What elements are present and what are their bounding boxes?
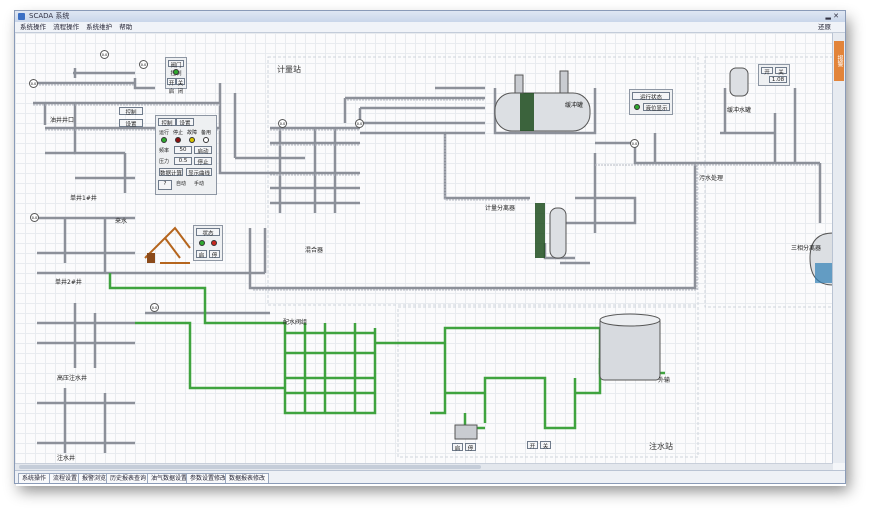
pump-start-button[interactable]: 启 <box>452 443 463 452</box>
close-icon[interactable]: ✕ <box>833 12 839 20</box>
pressure-gauge[interactable]: 0.0 <box>100 50 109 59</box>
valve-off-lamp <box>211 240 217 246</box>
side-panel: 报警 <box>832 33 845 463</box>
restore-button[interactable]: 还原 <box>818 23 831 31</box>
water-close-button[interactable]: 关 <box>540 441 551 450</box>
pressure-gauge[interactable]: 0.0 <box>355 119 364 128</box>
minimize-icon[interactable]: ▂ <box>825 12 831 20</box>
calc-button[interactable]: 数据计算 <box>159 168 183 177</box>
mini-panel-title: 阀门控制 <box>168 60 184 77</box>
title-bar: SCADA 系统 ▂ ✕ <box>15 11 845 22</box>
label-inj-well: 高压注水井 <box>57 375 88 382</box>
tab-system-operation[interactable]: 系统操作 <box>18 473 51 483</box>
menu-item-help[interactable]: 帮助 <box>119 23 133 31</box>
radio-auto[interactable]: 自动 <box>176 181 187 187</box>
menu-bar: 系统操作 流程操作 系统维护 帮助 还原 <box>15 22 845 33</box>
stop-button[interactable]: 停止 <box>194 157 212 166</box>
label-outlet: 外输 <box>658 377 671 384</box>
show-curve-button[interactable]: 显示曲线 <box>186 168 212 177</box>
label-sewage: 污水处理 <box>699 175 724 182</box>
top-right-panel: 开 关 1.08 <box>758 64 790 86</box>
scrollbar-thumb[interactable] <box>19 465 481 469</box>
valve-status-panel: 状态 启 停 <box>193 225 223 261</box>
fault-lamp <box>189 137 195 143</box>
valve-open-button[interactable]: 启 <box>196 250 207 259</box>
menu-item-system[interactable]: 系统操作 <box>20 23 46 31</box>
tab-history-report[interactable]: 历史报表查询 <box>106 473 151 483</box>
label-mixer: 混合器 <box>305 247 324 254</box>
control-panel: 控制 设置 运行 停止 故障 备用 频率 50 启动 压力 0.5 停止 数据计… <box>155 115 217 195</box>
pressure-label: 压力 <box>159 159 170 165</box>
water-open-button[interactable]: 开 <box>527 441 538 450</box>
label-distributor: 配水阀组 <box>283 319 308 326</box>
top-right-value[interactable]: 1.08 <box>769 76 787 83</box>
app-icon <box>18 13 25 20</box>
menu-item-maintain[interactable]: 系统维护 <box>86 23 113 31</box>
mini-open-button[interactable]: 开启 <box>167 78 176 95</box>
start-button[interactable]: 启动 <box>194 146 212 155</box>
label-inj-well2: 注水井 <box>57 455 76 462</box>
label-three-phase: 三相分离器 <box>791 245 822 252</box>
mini-close-button[interactable]: 关闭 <box>176 78 185 95</box>
standby-lamp <box>203 137 209 143</box>
window-controls[interactable]: ▂ ✕ <box>826 11 840 22</box>
tank-status-panel: 运行状态 液位显示 <box>629 89 673 115</box>
status-fault-label: 故障 <box>187 130 198 136</box>
alarm-tab[interactable]: 报警 <box>834 41 844 81</box>
stop-lamp <box>175 137 181 143</box>
label-well-head: 油井井口 <box>50 117 75 124</box>
tab-process-settings[interactable]: 流程设置 <box>49 473 82 483</box>
pressure-gauge[interactable]: 0.0 <box>278 119 287 128</box>
run-lamp <box>161 137 167 143</box>
tank-run-lamp <box>634 104 640 110</box>
pressure-gauge[interactable]: 0.0 <box>30 213 39 222</box>
mini-panel: 阀门控制 开启 关闭 <box>165 57 187 95</box>
pressure-gauge[interactable]: 0.0 <box>150 303 159 312</box>
horizontal-scrollbar[interactable] <box>15 463 833 470</box>
tab-settings[interactable]: 设置 <box>176 118 194 127</box>
tank-status-title: 运行状态 <box>632 92 670 101</box>
tab-data-report[interactable]: 数据报表修改 <box>225 473 270 483</box>
pressure-gauge[interactable]: 0.0 <box>630 139 639 148</box>
tank-level-value[interactable]: 液位显示 <box>643 103 670 112</box>
area-label-metering: 计量站 <box>277 65 301 74</box>
top-right-close-button[interactable]: 关 <box>775 67 787 76</box>
pressure-value[interactable]: 0.5 <box>174 157 192 165</box>
status-run-label: 运行 <box>159 130 170 136</box>
top-right-open-button[interactable]: 开 <box>761 67 773 76</box>
label-well1: 单井1#井 <box>70 195 97 202</box>
run-lamp <box>173 69 179 75</box>
freq-value[interactable]: 50 <box>174 146 192 154</box>
label-well2: 单井2#井 <box>55 279 82 286</box>
tab-oil-gas-data[interactable]: 油气数据设置 <box>147 473 192 483</box>
pump-stop-button[interactable]: 停 <box>465 443 476 452</box>
status-standby-label: 备用 <box>201 130 212 136</box>
valve-close-button[interactable]: 停 <box>209 250 220 259</box>
freq-label: 频率 <box>159 148 170 154</box>
control-title-button[interactable]: 控制 <box>119 107 143 116</box>
pressure-gauge[interactable]: 0.0 <box>139 60 148 69</box>
label-source: 来水 <box>115 218 128 225</box>
valve-status-title: 状态 <box>196 228 220 237</box>
help-button[interactable]: ? <box>158 180 172 190</box>
settings-button[interactable]: 设置 <box>119 119 143 128</box>
process-diagram <box>33 56 833 458</box>
tab-control[interactable]: 控制 <box>158 118 176 127</box>
status-stop-label: 停止 <box>173 130 184 136</box>
scada-window: SCADA 系统 ▂ ✕ 系统操作 流程操作 系统维护 帮助 还原 <box>14 10 846 484</box>
process-canvas: 计量站 注水站 油井井口 单井1#井 单井2#井 混合器 计量分离器 缓冲罐 缓… <box>15 33 833 463</box>
bottom-tab-bar: 系统操作 流程设置 报警浏览 历史报表查询 油气数据设置 参数设置修改 数据报表… <box>15 470 845 483</box>
label-gas-sep: 计量分离器 <box>485 205 516 212</box>
window-title: SCADA 系统 <box>29 12 70 20</box>
pressure-gauge[interactable]: 0.0 <box>29 79 38 88</box>
area-label-water: 注水站 <box>649 442 673 451</box>
tab-param-settings[interactable]: 参数设置修改 <box>186 473 231 483</box>
radio-manual[interactable]: 手动 <box>194 181 205 187</box>
menu-item-process[interactable]: 流程操作 <box>53 23 80 31</box>
label-buffer-tank: 缓冲水罐 <box>727 107 752 114</box>
valve-on-lamp <box>199 240 205 246</box>
label-degas: 缓冲罐 <box>565 102 584 109</box>
